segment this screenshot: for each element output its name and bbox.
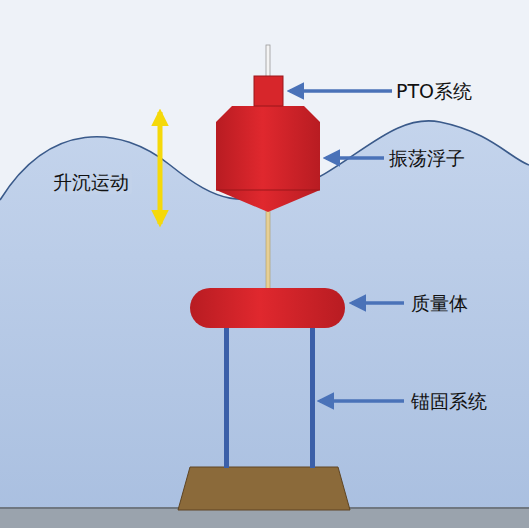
- pto-box: [254, 76, 283, 106]
- leader-arrow: [290, 89, 392, 93]
- leader-arrow: [352, 301, 404, 305]
- anchor-label: 锚固系统: [408, 389, 490, 414]
- float-shaft-lower: [266, 200, 270, 295]
- mass-label: 质量体: [408, 291, 471, 316]
- float-label: 振荡浮子: [386, 146, 468, 171]
- pto-label: PTO系统: [393, 79, 475, 104]
- anchor-rod: [310, 322, 315, 468]
- float-shaft-upper: [266, 45, 270, 80]
- anchor-base: [178, 467, 350, 510]
- leader-arrow: [326, 156, 384, 160]
- oscillating-float: [216, 106, 320, 212]
- leader-arrow: [320, 399, 404, 403]
- mass-body: [190, 288, 345, 328]
- heave-label: 升沉运动: [50, 170, 132, 195]
- seabed: [0, 508, 529, 528]
- anchor-rod: [224, 322, 229, 468]
- heave-arrow: [158, 112, 163, 224]
